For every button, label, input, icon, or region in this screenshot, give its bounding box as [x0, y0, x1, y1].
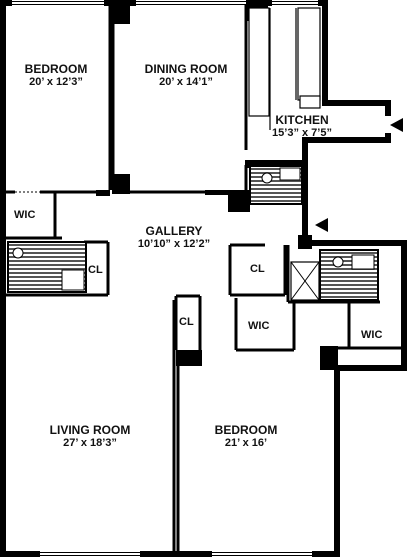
room-bedroom-2: BEDROOM 21’ x 16’ [196, 424, 296, 450]
room-gallery-name: GALLERY [145, 224, 203, 238]
room-living: LIVING ROOM 27’ x 18’3” [30, 424, 150, 450]
room-dining: DINING ROOM 20’ x 14’1” [128, 63, 244, 89]
room-kitchen: KITCHEN 15’3” x 7’5” [262, 114, 342, 140]
room-dining-dims: 20’ x 14’1” [159, 76, 213, 88]
right-bath [290, 249, 379, 301]
room-bedroom-2-dims: 21’ x 16’ [224, 437, 268, 449]
room-bedroom-2-name: BEDROOM [214, 423, 278, 437]
closet-wic-left: WIC [14, 209, 36, 221]
closet-cl-lower: CL [179, 316, 194, 328]
room-dining-name: DINING ROOM [144, 62, 228, 76]
room-living-name: LIVING ROOM [49, 423, 131, 437]
room-bedroom-1-name: BEDROOM [24, 62, 88, 76]
gallery-entry-arrow-icon [315, 218, 328, 232]
closet-cl-center: CL [250, 263, 265, 275]
room-gallery: GALLERY 10’10” x 12’2” [124, 225, 224, 251]
closet-cl-left: CL [88, 264, 103, 276]
room-bedroom-1: BEDROOM 20’ x 12’3” [6, 63, 106, 89]
room-kitchen-dims: 15’3” x 7’5” [272, 127, 332, 139]
windows [12, 0, 318, 557]
powder-room [249, 165, 303, 205]
closet-wic-right: WIC [361, 329, 383, 341]
closet-wic-center: WIC [248, 320, 270, 332]
kitchen-cabinets [248, 7, 321, 130]
left-bath [7, 241, 87, 293]
room-living-dims: 27’ x 18’3” [63, 437, 117, 449]
room-kitchen-name: KITCHEN [275, 113, 329, 127]
room-bedroom-1-dims: 20’ x 12’3” [29, 76, 83, 88]
kitchen-entry-arrow-icon [390, 118, 403, 132]
room-gallery-dims: 10’10” x 12’2” [137, 238, 211, 250]
